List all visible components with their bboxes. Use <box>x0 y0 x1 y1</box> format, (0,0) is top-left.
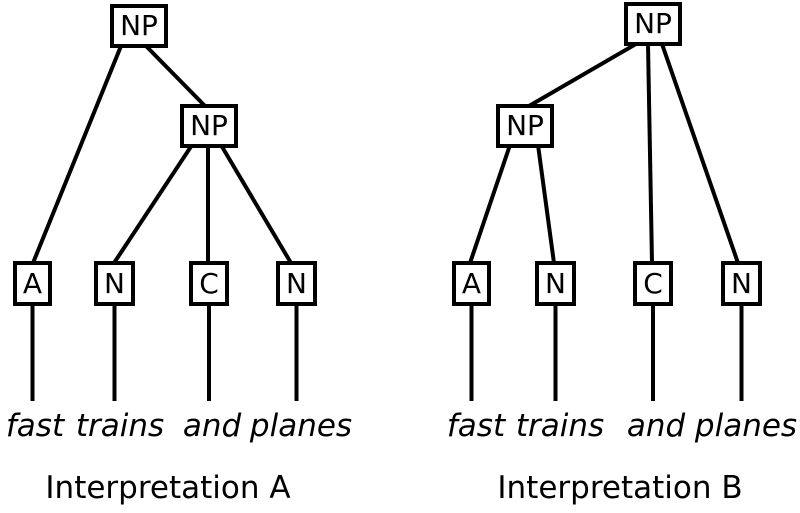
tree-a-word-trains: trains <box>75 408 165 444</box>
tree-a-caption: Interpretation A <box>45 470 291 506</box>
tree-b-caption: Interpretation B <box>497 470 743 506</box>
edge-a-inner-to-n1 <box>112 143 194 265</box>
tree-b-word-fast: fast <box>446 408 506 444</box>
edge-a-root-to-inner <box>144 44 207 108</box>
tree-a-root-np-node: NP <box>110 4 168 48</box>
tree-b-word-planes: planes <box>694 408 798 444</box>
edge-a-inner-to-n2 <box>219 143 293 265</box>
tree-a-leaf-n2-node: N <box>276 261 317 306</box>
edge-b-root-to-n2 <box>660 43 740 264</box>
tree-b-word-and: and <box>626 408 686 444</box>
tree-a-leaf-a-node: A <box>13 261 52 306</box>
tree-a-leaf-c-node: C <box>189 261 229 306</box>
tree-a-inner-np-node: NP <box>180 104 238 148</box>
tree-a-word-and: and <box>182 408 242 444</box>
tree-b-leaf-n2-node: N <box>721 261 762 306</box>
edge-b-root-to-inner <box>527 42 638 108</box>
tree-b-root-np-node: NP <box>624 2 682 46</box>
tree-a-word-fast: fast <box>5 408 65 444</box>
tree-b-inner-np-node: NP <box>496 104 554 148</box>
tree-a-leaf-n1-node: N <box>94 261 135 306</box>
tree-b-leaf-a-node: A <box>452 261 491 306</box>
tree-b-leaf-n1-node: N <box>535 261 576 306</box>
edge-b-inner-to-a <box>468 144 512 264</box>
edge-b-root-to-c <box>646 43 654 264</box>
edge-a-root-to-a <box>31 45 123 264</box>
tree-b-leaf-c-node: C <box>633 261 673 306</box>
tree-b-word-trains: trains <box>515 408 605 444</box>
edge-b-inner-to-n1 <box>536 144 556 264</box>
tree-a-word-planes: planes <box>249 408 353 444</box>
